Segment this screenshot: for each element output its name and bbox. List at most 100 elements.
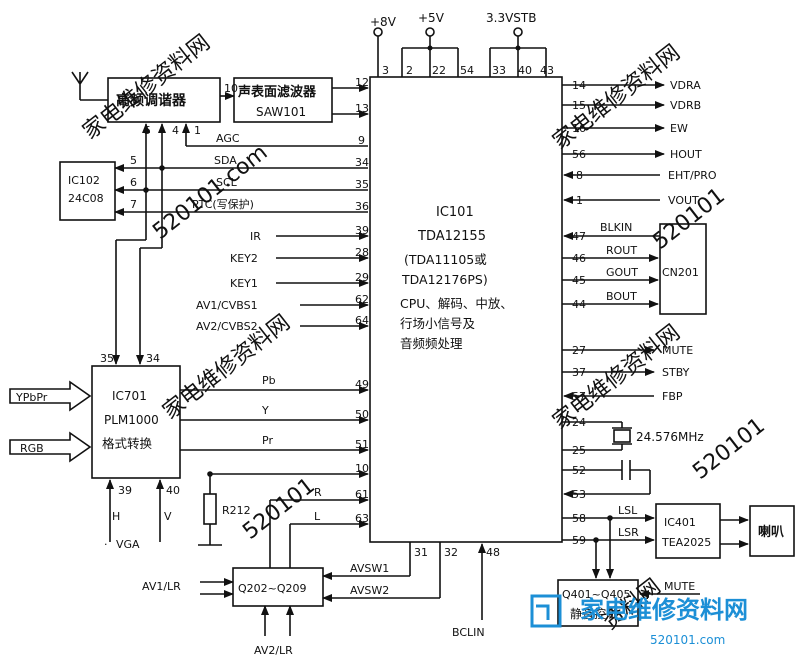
- pin-right-25: 25: [572, 444, 586, 457]
- signal-l: L: [314, 510, 321, 523]
- signal-bout: BOUT: [606, 290, 637, 303]
- pin-left-62: 62: [355, 293, 369, 306]
- pin-right-57: 57: [572, 390, 586, 403]
- pin-right-37: 37: [572, 366, 586, 379]
- ic401-box: [655, 503, 721, 559]
- signal-rout: ROUT: [606, 244, 637, 257]
- pin-left-50: 50: [355, 408, 369, 421]
- pin-left-63: 63: [355, 512, 369, 525]
- pin-bottom-32: 32: [444, 546, 458, 559]
- ic401-part: TEA2025: [661, 536, 711, 549]
- signal-agc: AGC: [216, 132, 240, 145]
- rgb-input-arrow-icon: [9, 431, 92, 463]
- pin-left-39: 39: [355, 224, 369, 237]
- speaker-label: 喇叭: [758, 524, 784, 540]
- power-3v3-label: 3.3VSTB: [486, 11, 536, 25]
- junction-dots: [143, 45, 613, 543]
- pin-left-36: 36: [355, 200, 369, 213]
- ic101-alt1: (TDA11105或: [404, 252, 487, 267]
- pin-top-22: 22: [432, 64, 446, 77]
- av2-lr-label: AV2/LR: [254, 644, 293, 657]
- eeprom-ref: IC102: [68, 174, 100, 187]
- pin-left-35: 35: [355, 178, 369, 191]
- power-terminal-icon: [373, 27, 383, 37]
- pin-left-64: 64: [355, 314, 369, 327]
- ypbpr-label: YPbPr: [15, 391, 48, 404]
- cn201-label: CN201: [662, 266, 699, 279]
- pin-top-3: 3: [382, 64, 389, 77]
- signal-gout: GOUT: [606, 266, 638, 279]
- signal-vout: VOUT: [668, 194, 699, 207]
- saw-name: 声表面滤波器: [237, 84, 317, 100]
- pin-right-53: 53: [572, 488, 586, 501]
- signal-av1-cvbs1: AV1/CVBS1: [196, 299, 258, 312]
- ic701-part: PLM1000: [104, 413, 159, 427]
- ypbpr-input-arrow-icon: [9, 380, 92, 412]
- signal-y: Y: [261, 404, 269, 417]
- signal-avsw1: AVSW1: [350, 562, 389, 575]
- ic101-desc3: 音频频处理: [400, 336, 463, 351]
- pin-left-34: 34: [355, 156, 369, 169]
- signal-mute: MUTE: [662, 344, 693, 357]
- signal-avsw2: AVSW2: [350, 584, 389, 597]
- signal-ir: IR: [250, 230, 261, 243]
- tuner-pin-5: 5: [144, 124, 151, 137]
- pin-right-16: 16: [572, 122, 586, 135]
- mute-block-desc: 静音控制: [570, 606, 618, 621]
- ic701-desc: 格式转换: [102, 436, 153, 451]
- saw-filter-box: [233, 77, 333, 123]
- signal-pb: Pb: [262, 374, 276, 387]
- signal-h: H: [112, 510, 120, 523]
- signal-sda: SDA: [214, 154, 237, 167]
- signal-r: R: [314, 486, 322, 499]
- power-8v-label: +8V: [370, 15, 397, 29]
- signal-eht-pro: EHT/PRO: [668, 169, 717, 182]
- signal-stby: STBY: [662, 366, 690, 379]
- vga-label: VGA: [116, 538, 140, 551]
- power-terminal-icon: [513, 27, 523, 37]
- ic701-pin-34: 34: [146, 352, 160, 365]
- logo-text: 家电维修资料网: [580, 596, 748, 624]
- signal-key2: KEY2: [230, 252, 258, 265]
- crystal-icon: [613, 429, 631, 443]
- mute-control-box: [557, 579, 639, 627]
- cn201-box: [659, 223, 707, 315]
- ic101-desc2: 行场小信号及: [400, 316, 476, 331]
- signal-av2-cvbs2: AV2/CVBS2: [196, 320, 258, 333]
- ic101-alt2: TDA12176PS): [401, 272, 488, 287]
- ic401-ref: IC401: [664, 516, 696, 529]
- pin-right-52: 52: [572, 464, 586, 477]
- signal-blkin: BLKIN: [600, 221, 632, 234]
- pin-right-58: 58: [572, 512, 586, 525]
- pin-right-27: 27: [572, 344, 586, 357]
- antenna-icon: [71, 71, 89, 100]
- power-terminal-icon: [425, 27, 435, 37]
- signal-vdra: VDRA: [670, 79, 701, 92]
- pin-left-29: 29: [355, 271, 369, 284]
- site-logo: 家电维修资料网 520101.com: [530, 594, 748, 647]
- speaker-box: [749, 505, 795, 557]
- signal-mute-2: MUTE: [664, 580, 695, 593]
- av1-lr-label: AV1/LR: [142, 580, 181, 593]
- signal-bclin: BCLIN: [452, 626, 485, 639]
- ic701-pin-40: 40: [166, 484, 180, 497]
- pin-right-45: 45: [572, 274, 586, 287]
- pin-right-47: 47: [572, 230, 586, 243]
- watermark-text: 家电维修资料网: [548, 40, 685, 155]
- pin-right-1: 1: [576, 194, 583, 207]
- logo-icon: [530, 594, 562, 628]
- pin-right-15: 15: [572, 99, 586, 112]
- ic101-ref: IC101: [436, 205, 474, 220]
- sw-block-label: Q202~Q209: [238, 582, 307, 595]
- logo-icon: [536, 604, 550, 620]
- ic101-box: [369, 76, 563, 543]
- pin-left-61: 61: [355, 488, 369, 501]
- signal-fbp: FBP: [662, 390, 683, 403]
- av-switch-box: [232, 567, 324, 607]
- signal-key1: KEY1: [230, 277, 258, 290]
- pin-left-13: 13: [355, 102, 369, 115]
- logo-url: 520101.com: [650, 633, 725, 647]
- watermark-text: 520101: [688, 413, 770, 484]
- pin-right-59: 59: [572, 534, 586, 547]
